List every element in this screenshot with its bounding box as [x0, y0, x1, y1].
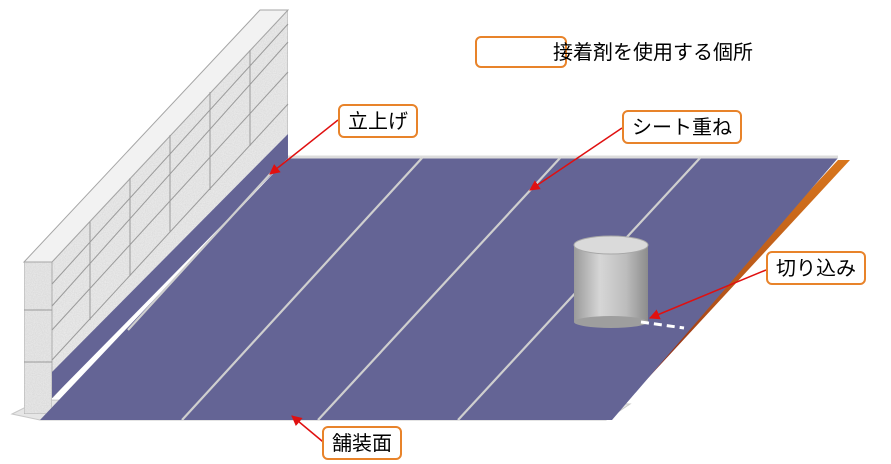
legend-swatch: [475, 36, 567, 68]
legend-text: 接着剤を使用する個所: [553, 40, 753, 64]
label-cut-in: 切り込み: [766, 251, 866, 285]
arrow-upturn: [269, 119, 339, 175]
cut-in-line: [640, 320, 685, 330]
label-sheet-overlap: シート重ね: [622, 110, 742, 144]
arrow-sheet-overlap: [529, 127, 623, 191]
label-upturn: 立上げ: [338, 104, 418, 138]
sheet-upturn: [52, 134, 288, 398]
pole-cylinder: [573, 235, 649, 328]
block-wall: [22, 8, 290, 415]
label-paved-surface: 舗装面: [322, 426, 402, 460]
arrow-cut-in: [649, 269, 767, 320]
